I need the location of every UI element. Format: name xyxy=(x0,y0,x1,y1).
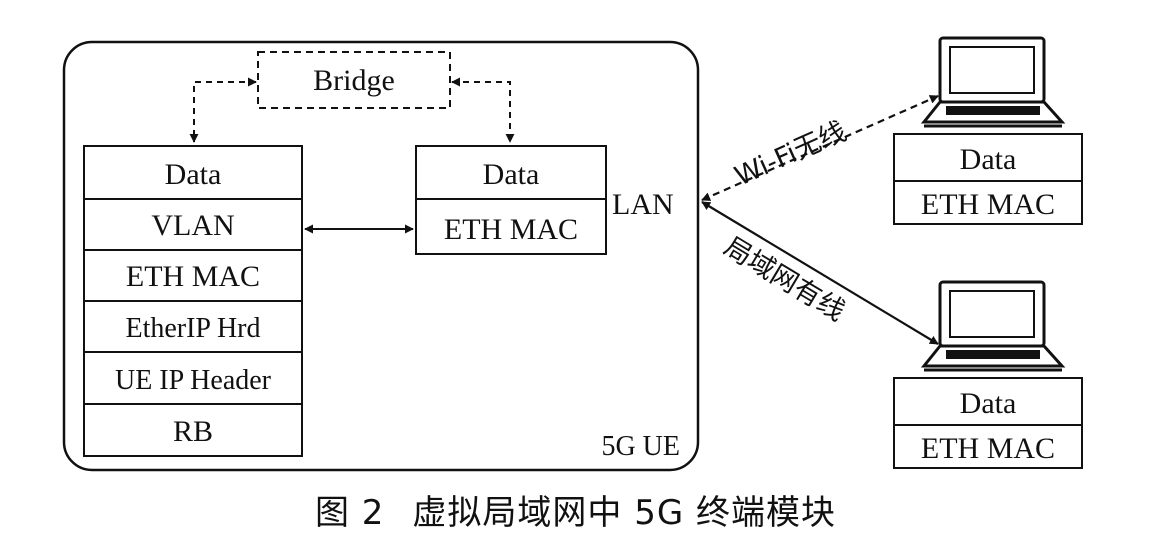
bridge-box xyxy=(257,51,451,109)
left-stack-eth-mac: ETH MAC xyxy=(126,260,260,293)
terminal-bottom-data: Data xyxy=(960,387,1017,420)
left-stack-data: Data xyxy=(165,158,222,191)
left-stack-vlan: VLAN xyxy=(151,209,234,242)
left-stack-etherip: EtherIP Hrd xyxy=(125,313,260,344)
figure-number: 图 2 xyxy=(314,493,385,533)
terminal-top-eth-mac: ETH MAC xyxy=(921,188,1055,221)
laptop-icon xyxy=(920,280,1066,372)
bridge-label: Bridge xyxy=(313,64,395,97)
terminal-bottom-stack: Data ETH MAC xyxy=(893,377,1083,469)
figure-caption: 图 2 虚拟局域网中 5G 终端模块 xyxy=(0,478,1151,548)
bridge-link-right xyxy=(451,77,515,143)
right-protocol-stack: Data ETH MAC xyxy=(415,145,607,255)
left-stack-rb: RB xyxy=(173,415,213,448)
figure-title: 虚拟局域网中 5G 终端模块 xyxy=(412,493,837,533)
wifi-link-label: Wi-Fi无线 xyxy=(730,116,851,192)
ue-label: 5G UE xyxy=(601,431,680,462)
right-stack-data: Data xyxy=(483,158,540,191)
wifi-link xyxy=(701,94,939,202)
laptop-icon xyxy=(920,36,1066,128)
terminal-top-stack: Data ETH MAC xyxy=(893,133,1083,225)
network-diagram: 5G UE Bridge Data VLAN ETH MAC EtherIP H… xyxy=(62,36,1083,472)
wired-link xyxy=(701,201,939,345)
bridge-link-left xyxy=(189,77,257,143)
right-stack-eth-mac: ETH MAC xyxy=(444,213,578,246)
terminal-top-data: Data xyxy=(960,143,1017,176)
left-protocol-stack: Data VLAN ETH MAC EtherIP Hrd UE IP Head… xyxy=(83,145,303,457)
lan-label: LAN xyxy=(612,188,674,221)
ue-container xyxy=(62,40,700,472)
terminal-bottom-eth-mac: ETH MAC xyxy=(921,432,1055,465)
left-stack-ue-ip-header: UE IP Header xyxy=(115,365,272,396)
